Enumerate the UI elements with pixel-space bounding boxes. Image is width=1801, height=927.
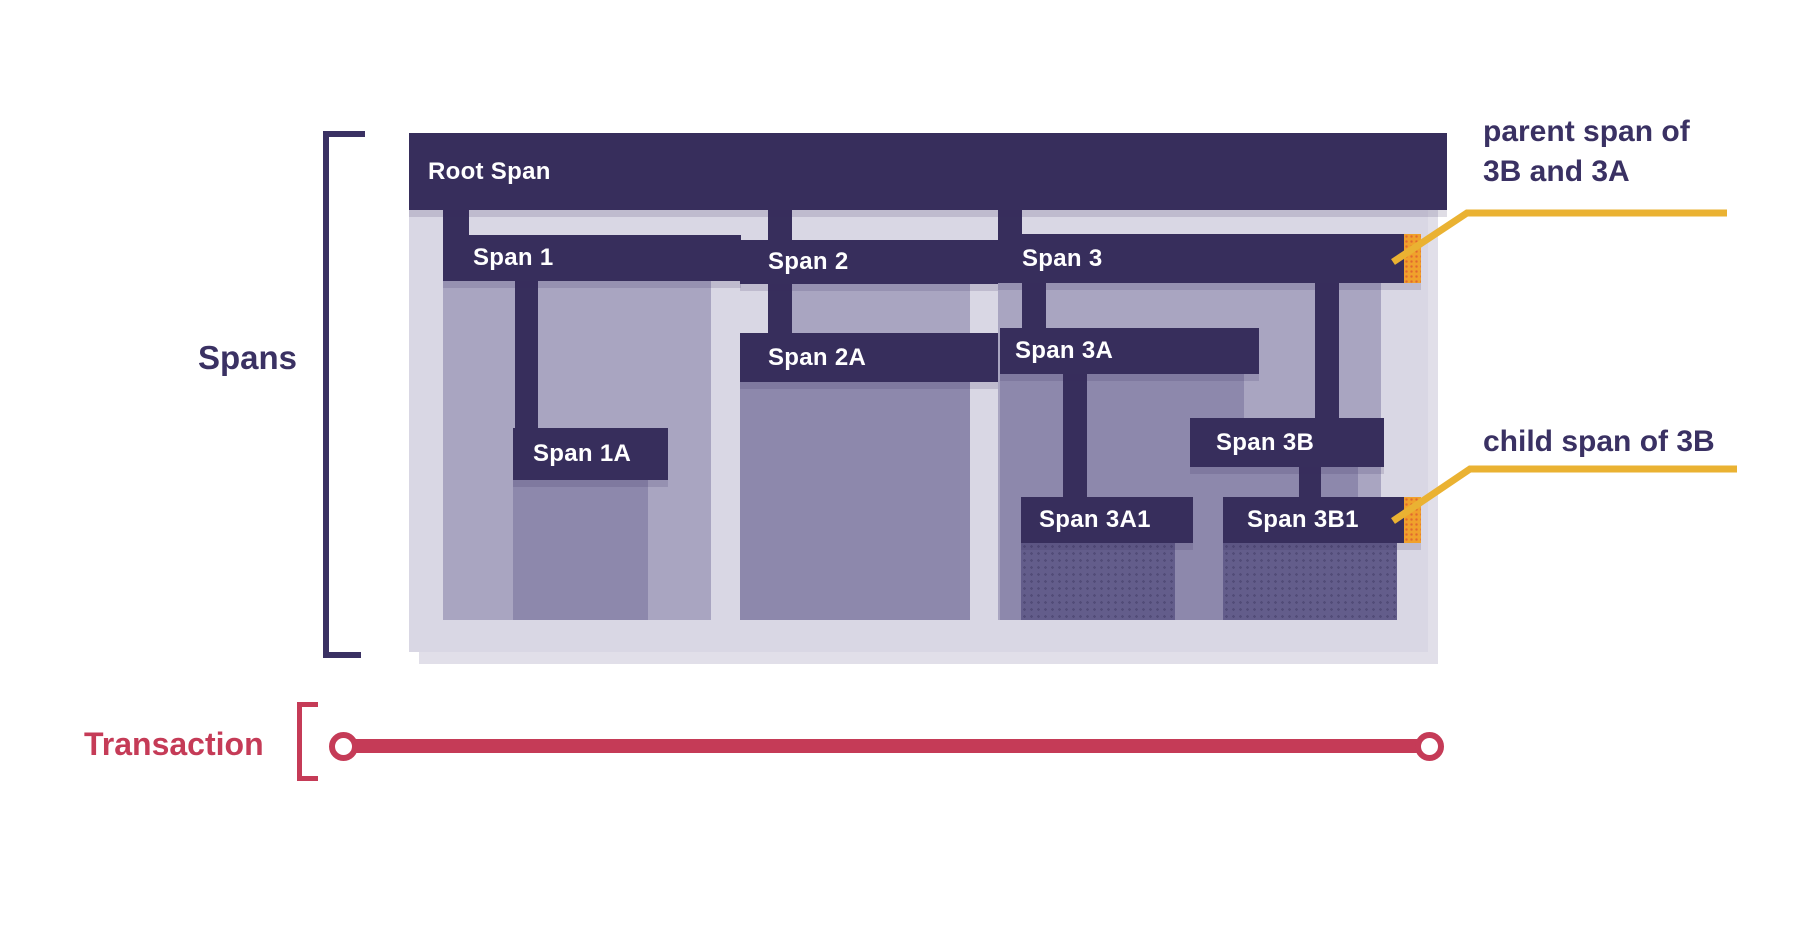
transaction-bracket-top-tick <box>297 702 318 707</box>
span-3a1-duration-fill <box>1021 543 1175 620</box>
root-span-bar: Root Span <box>409 133 1447 210</box>
span-3a1-bar: Span 3A1 <box>1021 497 1193 543</box>
span-1a-bar: Span 1A <box>513 428 668 480</box>
transaction-bracket <box>297 702 302 781</box>
span2-to-span2a-connector <box>768 282 792 335</box>
span3b-to-span3b1-connector <box>1299 466 1321 499</box>
transaction-bracket-bottom-tick <box>297 776 318 781</box>
span-3b-label: Span 3B <box>1216 428 1315 456</box>
parent-annotation-label: parent span of 3B and 3A <box>1483 112 1690 192</box>
span-1-bar: Span 1 <box>443 235 741 281</box>
spans-label: Spans <box>197 339 297 376</box>
spans-bracket-bottom-tick <box>323 652 361 658</box>
span-3-bar: Span 3 <box>998 234 1421 283</box>
root-to-span2-connector <box>768 209 792 242</box>
transaction-timeline <box>352 739 1420 753</box>
span-1a-duration-fill <box>513 480 648 620</box>
span-3a-bar: Span 3A <box>1000 328 1259 374</box>
span-3b-bar: Span 3B <box>1190 418 1384 467</box>
span-3a-label: Span 3A <box>1015 337 1114 364</box>
span1-to-span1a-connector <box>515 279 538 429</box>
root-to-span1-connector <box>443 209 469 237</box>
span3-to-span3b-connector <box>1315 282 1339 420</box>
span-1-label: Span 1 <box>473 244 554 271</box>
spans-bracket-top-tick <box>323 131 365 137</box>
span-3b1-duration-fill <box>1223 543 1397 620</box>
root-span-label: Root Span <box>428 157 551 185</box>
transaction-end-circle <box>1415 732 1444 761</box>
span-2-label: Span 2 <box>768 248 849 275</box>
span-3b1-bar: Span 3B1 <box>1223 497 1421 543</box>
root-to-span3-connector <box>998 209 1022 236</box>
child-annotation-label: child span of 3B <box>1483 425 1715 458</box>
span-2a-label: Span 2A <box>768 343 867 371</box>
transaction-start-circle <box>329 732 358 761</box>
span-3b1-label: Span 3B1 <box>1247 506 1359 533</box>
span-3a1-label: Span 3A1 <box>1039 506 1151 533</box>
span3-to-span3a-connector <box>1022 282 1046 330</box>
span-2a-duration-fill <box>740 382 970 620</box>
span-2a-bar: Span 2A <box>740 333 998 382</box>
parent-annotation-line <box>1391 209 1727 265</box>
parent-annotation-line1: parent span of <box>1483 115 1690 148</box>
transaction-label: Transaction <box>84 726 264 762</box>
span-2-bar: Span 2 <box>740 240 998 284</box>
span-3-label: Span 3 <box>1022 244 1103 272</box>
child-annotation-line <box>1391 465 1737 524</box>
span-1a-label: Span 1A <box>533 440 632 467</box>
spans-bracket <box>323 131 329 658</box>
parent-annotation-line2: 3B and 3A <box>1483 155 1630 188</box>
span3a-to-span3a1-connector <box>1063 373 1087 499</box>
